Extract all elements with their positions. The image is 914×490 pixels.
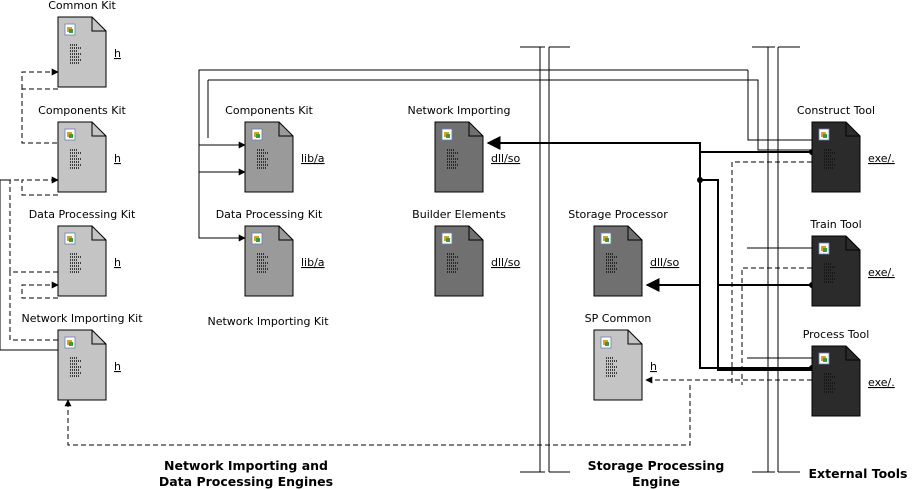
construct-tool-node: Construct Tool exe/. xyxy=(797,104,895,193)
component-label: Common Kit xyxy=(48,0,116,12)
file-extension-label: exe/. xyxy=(868,376,895,389)
file-extension-label: h xyxy=(114,360,121,373)
file-extension-label: exe/. xyxy=(868,266,895,279)
file-extension-label: h xyxy=(114,152,121,165)
common-kit-node: Common Kit h xyxy=(48,0,121,88)
file-extension-label: lib/a xyxy=(301,256,325,269)
file-extension-label: dll/so xyxy=(491,152,521,165)
component-label: Storage Processor xyxy=(568,208,668,221)
kit-dashed-connectors xyxy=(0,68,691,446)
data-processing-kit-left-node: Data Processing Kit h xyxy=(29,208,136,297)
component-label: Network Importing Kit xyxy=(21,312,143,325)
component-label: Builder Elements xyxy=(412,208,506,221)
file-extension-label: h xyxy=(650,360,657,373)
component-label: Train Tool xyxy=(809,218,861,231)
data-processing-kit-lib-node: Data Processing Kit lib/a xyxy=(216,208,325,297)
lane-separators xyxy=(520,46,800,473)
dll-connectors xyxy=(486,136,815,371)
storage-processor-dll-node: Storage Processor dll/so xyxy=(568,208,680,297)
sp-common-node: SP Common h xyxy=(585,312,657,401)
file-extension-label: lib/a xyxy=(301,152,325,165)
component-label: Data Processing Kit xyxy=(216,208,323,221)
storage-title-line2: Engine xyxy=(632,474,680,489)
component-label: SP Common xyxy=(585,312,652,325)
engines-title-line1: Network Importing and xyxy=(164,458,328,473)
file-extension-label: dll/so xyxy=(650,256,680,269)
file-extension-label: h xyxy=(114,256,121,269)
builder-elements-dll-node: Builder Elements dll/so xyxy=(412,208,521,297)
process-tool-node: Process Tool exe/. xyxy=(803,328,895,417)
component-label: Process Tool xyxy=(803,328,870,341)
component-label: Network Importing xyxy=(408,104,511,117)
file-extension-label: exe/. xyxy=(868,152,895,165)
train-tool-node: Train Tool exe/. xyxy=(809,218,895,307)
middle-connectors xyxy=(198,69,812,242)
component-label: Components Kit xyxy=(225,104,313,117)
sp-common-connectors xyxy=(645,161,812,385)
network-importing-dll-node: Network Importing dll/so xyxy=(408,104,521,193)
file-extension-label: dll/so xyxy=(491,256,521,269)
component-label: Construct Tool xyxy=(797,104,875,117)
component-label: Components Kit xyxy=(38,104,126,117)
components-kit-lib-node: Components Kit lib/a xyxy=(225,104,325,193)
engines-title-line2: Data Processing Engines xyxy=(159,474,333,489)
external-tools-title: External Tools xyxy=(809,466,908,481)
network-importing-kit-middle-label: Network Importing Kit xyxy=(207,315,329,328)
network-importing-kit-left-node: Network Importing Kit h xyxy=(21,312,143,401)
storage-title-line1: Storage Processing xyxy=(588,458,725,473)
component-label: Data Processing Kit xyxy=(29,208,136,221)
section-titles: Network Importing and Data Processing En… xyxy=(159,458,908,489)
file-extension-label: h xyxy=(114,47,121,60)
components-kit-left-node: Components Kit h xyxy=(38,104,127,193)
